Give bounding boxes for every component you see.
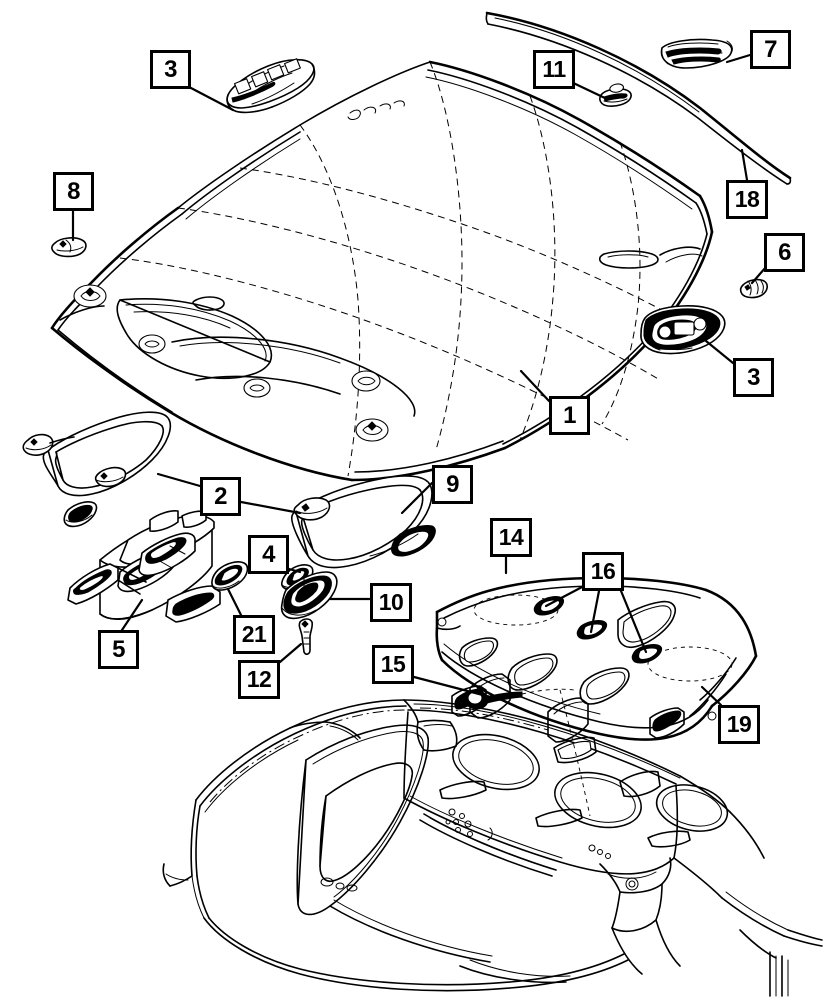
callout-19[interactable]: 19 <box>718 705 760 744</box>
part-2-sun-visor-left <box>22 411 172 497</box>
callout-1[interactable]: 1 <box>549 396 590 435</box>
vehicle-body-structure <box>162 689 823 997</box>
part-12-screw-fastener <box>298 618 314 655</box>
callout-7[interactable]: 7 <box>750 30 791 69</box>
part-14-rear-shelf-panel <box>435 576 758 743</box>
part-6-push-pin <box>739 278 768 299</box>
part-5-overhead-console <box>63 501 221 623</box>
callout-8[interactable]: 8 <box>53 172 94 211</box>
callout-16[interactable]: 16 <box>582 552 624 591</box>
part-3a-dome-lamp <box>226 58 316 114</box>
callout-3b[interactable]: 3 <box>733 358 774 397</box>
callout-11[interactable]: 11 <box>533 50 575 89</box>
callout-15[interactable]: 15 <box>372 645 414 684</box>
part-16-shelf-grommets <box>533 596 663 664</box>
callout-3a[interactable]: 3 <box>150 50 191 89</box>
callout-10[interactable]: 10 <box>370 583 412 622</box>
callout-14[interactable]: 14 <box>490 518 532 557</box>
callout-21[interactable]: 21 <box>233 615 275 654</box>
callout-18[interactable]: 18 <box>726 180 768 219</box>
part-7-assist-handle <box>660 38 733 69</box>
callout-4[interactable]: 4 <box>248 535 289 574</box>
callout-9[interactable]: 9 <box>432 465 473 504</box>
callout-2[interactable]: 2 <box>200 477 241 516</box>
headliner-script-mark <box>347 100 405 120</box>
part-9-sun-visor-right <box>291 475 436 569</box>
part-21-console-clip <box>211 561 249 591</box>
callout-12[interactable]: 12 <box>238 660 280 699</box>
part-18-roof-molding <box>485 11 792 185</box>
body-fastener-holes <box>445 808 611 859</box>
part-3b-dome-lamp <box>640 305 726 355</box>
callout-5[interactable]: 5 <box>98 630 139 669</box>
callout-6[interactable]: 6 <box>764 233 805 272</box>
headliner-mount-points <box>73 284 389 442</box>
part-10-visor-support-bracket <box>280 571 338 620</box>
part-11-retainer-bracket <box>599 83 632 107</box>
